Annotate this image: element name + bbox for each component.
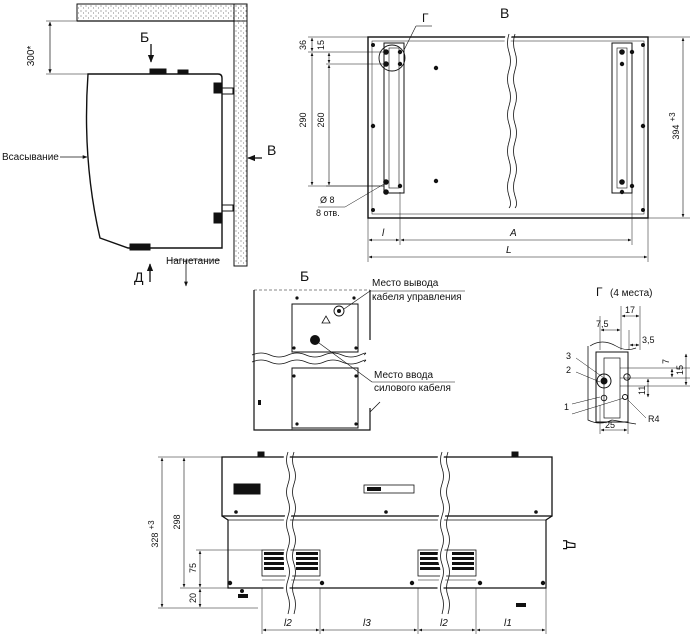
detail-g-callout	[378, 44, 406, 72]
detail-g-subtitle: (4 места)	[610, 288, 652, 299]
view-v-title: В	[500, 5, 509, 21]
control-cable-line2: кабеля управления	[372, 291, 462, 303]
top-terminal	[149, 68, 167, 75]
wall-hatch	[233, 3, 248, 267]
dim-3-5: 3,5	[642, 335, 655, 345]
position-3: 3	[566, 351, 571, 361]
dim-7-5: 7,5	[596, 319, 609, 329]
power-cable-line2: силового кабеля	[374, 382, 451, 394]
dim-36: 36	[298, 40, 308, 50]
label-view-b-arrow: Б	[140, 29, 149, 45]
hole-diameter: Ø 8	[320, 195, 335, 205]
view-b-title: Б	[300, 268, 309, 284]
label-discharge: Нагнетание	[166, 256, 220, 267]
label-intake: Всасывание	[2, 152, 59, 163]
dim-394: 394+3	[668, 112, 681, 140]
label-view-d-arrow: Д	[134, 269, 144, 285]
dim-25: 25	[605, 420, 615, 430]
outlet-grille-right	[417, 549, 477, 581]
dim-l2-left: l2	[284, 618, 292, 629]
dim-298: 298	[172, 514, 182, 529]
position-2: 2	[566, 365, 571, 375]
dim-75: 75	[188, 563, 198, 573]
detail-g-title: Г	[596, 285, 603, 299]
view-d	[158, 450, 553, 634]
radius-r4: R4	[648, 414, 660, 424]
control-cable-line1: Место вывода	[372, 278, 439, 289]
dim-l-big: L	[506, 245, 512, 256]
dim-15: 15	[316, 40, 326, 50]
dim-328: 328+3	[147, 520, 160, 548]
dim-l3: l3	[363, 618, 371, 629]
brand-badge	[363, 484, 415, 494]
view-d-title: Д	[563, 540, 579, 550]
dim-17: 17	[625, 305, 635, 315]
dim-l-small: l	[382, 228, 385, 239]
dim-290: 290	[298, 112, 308, 127]
callout-g-label: Г	[422, 11, 429, 25]
dim-15-detail: 15	[675, 365, 685, 375]
position-1: 1	[564, 402, 569, 412]
detail-g	[571, 306, 690, 434]
unit-body-side	[85, 73, 223, 249]
view-v	[308, 25, 690, 262]
ceiling-hatch	[76, 3, 248, 22]
power-cable-line1: Место ввода	[374, 370, 434, 381]
side-view	[46, 3, 262, 287]
dim-11: 11	[637, 386, 647, 395]
dim-a: A	[509, 228, 517, 239]
dim-20: 20	[188, 593, 198, 603]
label-view-v-arrow: В	[267, 142, 276, 158]
dim-260: 260	[316, 112, 326, 127]
dim-300: 300*	[26, 46, 37, 67]
dim-l2-right: l2	[440, 618, 448, 629]
rating-plate	[233, 483, 261, 495]
dim-l1: l1	[504, 618, 512, 629]
dim-7: 7	[661, 359, 671, 364]
view-b	[251, 289, 465, 431]
hole-count: 8 отв.	[316, 208, 340, 218]
